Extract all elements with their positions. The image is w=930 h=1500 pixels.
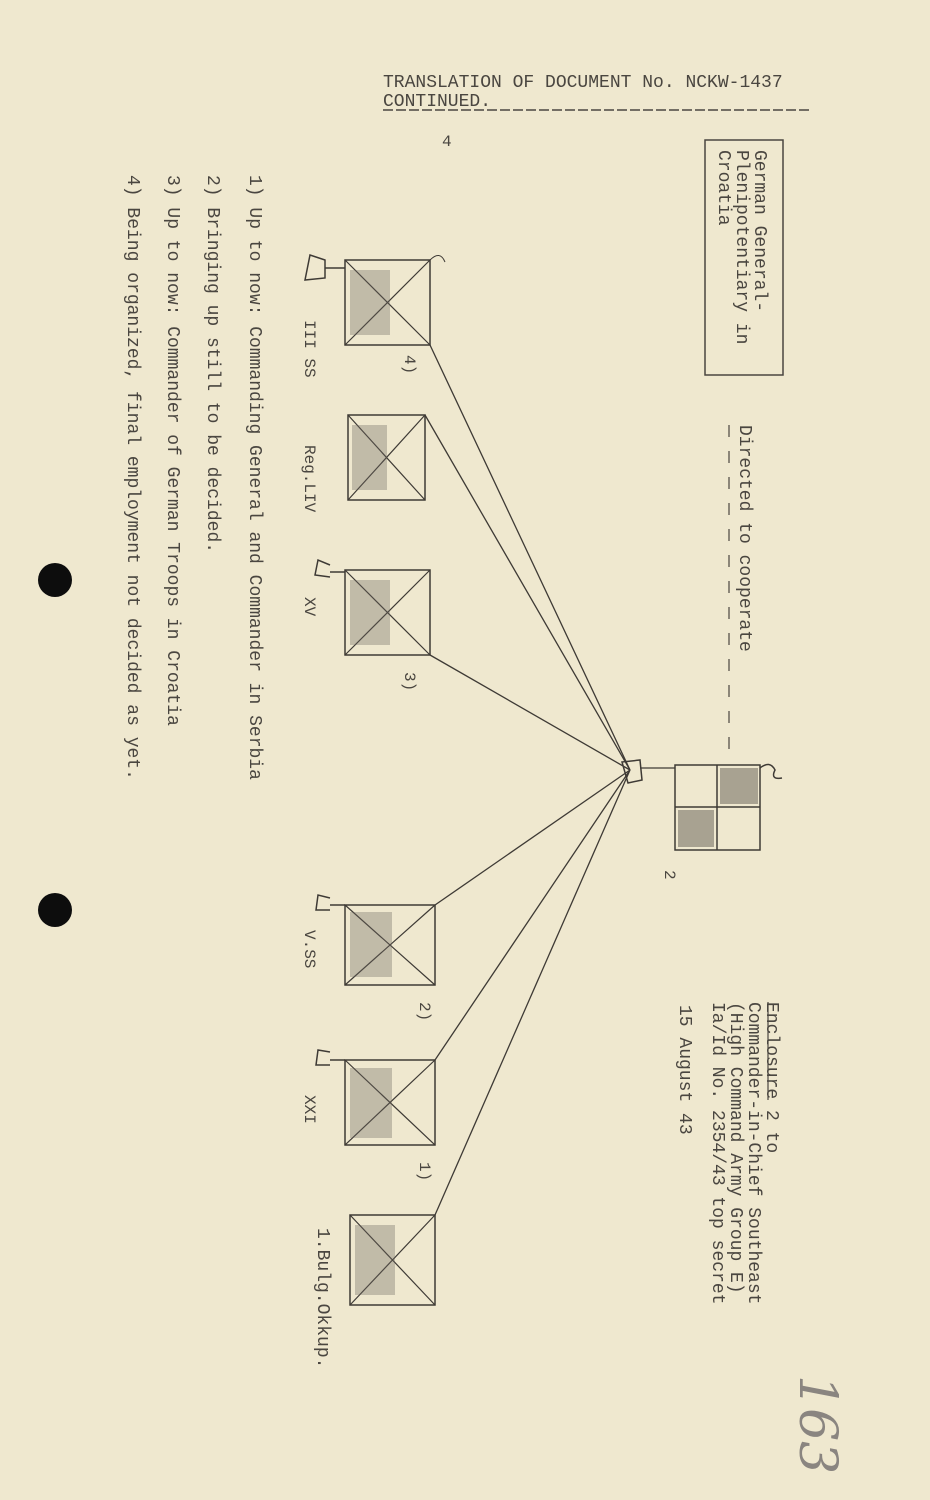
footnote-2: 2) Bringing up still to be decided. [202, 175, 222, 553]
box-line-1: German General- [749, 150, 769, 312]
unit-label: XXI [300, 1095, 318, 1124]
unit-label: XV [300, 597, 318, 617]
unit-flag-icon [304, 254, 345, 281]
footnote-3: 3) Up to now: Commander of German Troops… [162, 175, 182, 726]
footnote-1: 1) Up to now: Commanding General and Com… [244, 175, 264, 780]
unit-xv: XV 3) [300, 558, 431, 691]
unit-note: 1) [415, 1162, 433, 1181]
enclosure-line-1: Enclosure 2 to [761, 1002, 781, 1153]
box-line-3: Croatia [713, 150, 733, 226]
enclosure-date: 15 August 43 [674, 1005, 694, 1135]
document-title: TRANSLATION OF DOCUMENT No. NCKW-1437 [383, 73, 783, 93]
unit-label: Reg.LIV [300, 445, 318, 513]
hq-label: 2 [660, 870, 678, 880]
connector-lines [424, 344, 675, 1216]
hub-flag-icon [621, 759, 643, 784]
unit-flag-icon [314, 558, 345, 578]
unit-label: V.SS [300, 930, 318, 968]
directed-to-cooperate: Directed to cooperate [734, 425, 754, 652]
unit-note: 4) [400, 355, 418, 374]
footnote-4: 4) Being organized, final employment not… [122, 175, 142, 780]
punch-hole [38, 563, 72, 597]
handwritten-page-number: 163 [787, 1375, 847, 1474]
unit-reg-liv: Reg.LIV [300, 414, 426, 513]
unit-xxi: XXI 1) [300, 1049, 436, 1181]
unit-label: III SS [300, 320, 318, 378]
box-line-2: Plenipotentiary in [731, 150, 751, 344]
enclosure-line-2: Commander-in-Chief Southeast [743, 1002, 763, 1304]
unit-label: 1.Bulg.Okkup. [312, 1228, 332, 1368]
unit-flag-icon [315, 1049, 345, 1066]
plenipotentiary-box [704, 139, 784, 376]
army-group-hq-symbol [674, 763, 783, 851]
enclosure-line-4: Ia/Id No. 2354/43 top secret [707, 1002, 727, 1304]
unit-note: 2) [415, 1002, 433, 1021]
page-number: 4 [442, 133, 452, 151]
unit-bulg-okkup: 1.Bulg.Okkup. [312, 1214, 436, 1368]
unit-flag-icon [315, 894, 345, 911]
unit-note: 3) [400, 672, 418, 691]
unit-v-ss: V.SS 2) [300, 894, 436, 1021]
unit-iii-ss: III SS 4) [300, 254, 446, 378]
punch-hole [38, 893, 72, 927]
continued-label: CONTINUED. [383, 92, 491, 112]
enclosure-line-3: (High Command Army Group E) [725, 1002, 745, 1294]
